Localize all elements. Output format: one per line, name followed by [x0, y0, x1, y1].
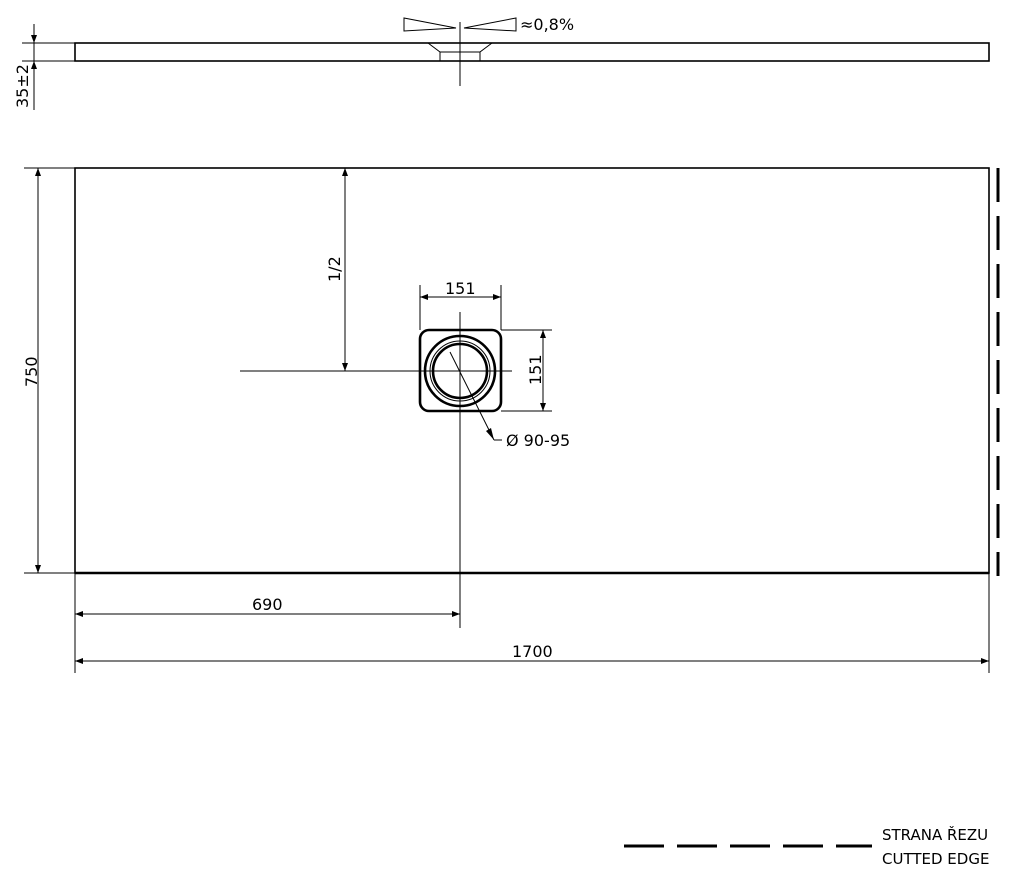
drain-inner-ring: [431, 342, 489, 400]
drain-height-label: 151: [526, 354, 545, 385]
half-width-dimension: 1/2: [325, 168, 348, 371]
total-width-label: 750: [22, 356, 41, 387]
legend-label-cz: STRANA ŘEZU: [882, 825, 988, 844]
drain-inner-detail: [429, 340, 491, 402]
drain-offset-label: 690: [252, 595, 283, 614]
drain-width-label: 151: [445, 279, 476, 298]
total-length-label: 1700: [512, 642, 553, 661]
drain-width-dimension: 151: [419, 279, 502, 330]
side-profile-view: ≈0,8% 35±2: [13, 15, 990, 110]
legend-label-en: CUTTED EDGE: [882, 850, 989, 868]
thickness-dimension: 35±2: [13, 24, 75, 110]
slope-arrow-right: [463, 17, 517, 32]
legend: STRANA ŘEZU CUTTED EDGE: [624, 825, 989, 868]
total-length-dimension: 1700: [75, 573, 990, 673]
slope-label: ≈0,8%: [520, 15, 574, 34]
drain-diameter-label: Ø 90-95: [506, 431, 570, 450]
slope-arrow-left: [403, 17, 457, 32]
drain-outer-ring: [423, 334, 497, 408]
drain-offset-dimension: 690: [74, 573, 460, 673]
drain-height-dimension: 151: [501, 329, 552, 412]
drain-diameter-leader: Ø 90-95: [449, 351, 570, 450]
thickness-label: 35±2: [13, 64, 32, 108]
total-width-dimension: 750: [22, 167, 75, 574]
tray-profile: [74, 42, 990, 62]
half-width-label: 1/2: [325, 256, 344, 282]
plan-view: Ø 90-95 151 151 1/2: [22, 167, 1000, 673]
drain-grate: [418, 328, 503, 413]
